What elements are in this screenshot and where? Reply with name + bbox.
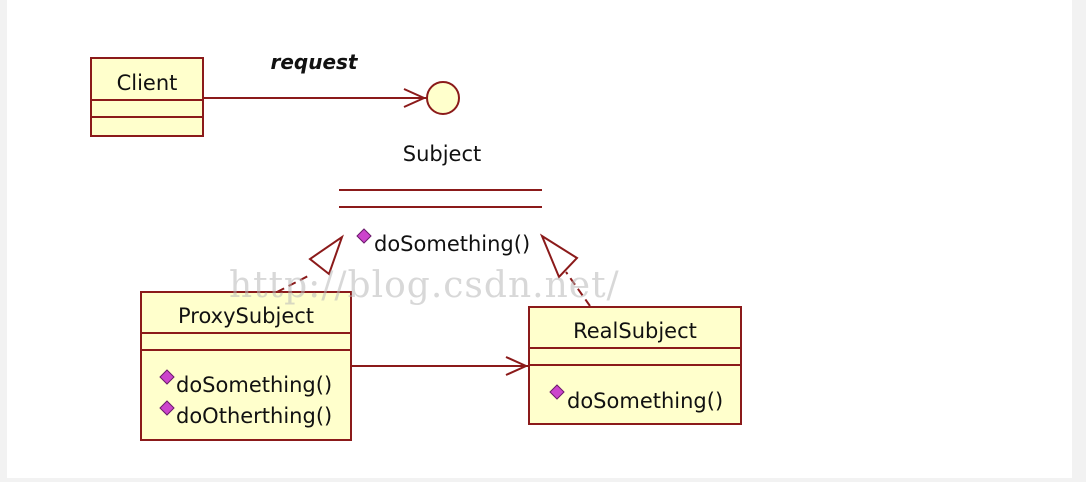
operation-diamond-icon: [159, 400, 175, 416]
proxy-to-real-arrowhead: [505, 356, 529, 376]
client-class[interactable]: Client: [90, 57, 204, 137]
frame-right-border: [1072, 0, 1086, 482]
proxysubject-class-name: ProxySubject: [178, 304, 314, 328]
watermark-text: http://blog.csdn.net/: [229, 265, 620, 306]
realsubject-class[interactable]: RealSubject doSomething(): [528, 306, 742, 425]
proxy-to-real-association: [351, 356, 529, 376]
subject-operation: doSomething(): [374, 232, 530, 256]
proxysubject-operation-1: doSomething(): [176, 373, 332, 397]
subject-name: Subject: [403, 142, 482, 166]
frame-left-border: [0, 0, 7, 482]
subject-interface[interactable]: Subject doSomething(): [339, 81, 542, 256]
proxy-realization-line: [276, 274, 311, 293]
real-realization: [539, 233, 591, 307]
real-realization-arrowhead: [539, 233, 579, 279]
proxy-realization-arrowhead: [308, 234, 344, 276]
operation-diamond-icon: [356, 228, 372, 244]
real-realization-line: [565, 271, 591, 307]
client-class-box: [90, 57, 204, 137]
request-arrowhead: [403, 88, 427, 108]
proxysubject-operation-2: doOtherthing(): [176, 404, 332, 428]
operation-diamond-icon: [159, 369, 175, 385]
realsubject-operation: doSomething(): [567, 389, 723, 413]
operation-diamond-icon: [549, 384, 565, 400]
subject-lollipop-icon: [426, 81, 460, 115]
client-class-name: Client: [117, 71, 178, 95]
request-association: request: [203, 50, 427, 108]
frame-bottom-border: [0, 478, 1086, 482]
proxysubject-class[interactable]: ProxySubject doSomething() doOtherthing(…: [140, 291, 352, 441]
proxy-realization: [276, 234, 344, 293]
realsubject-class-name: RealSubject: [573, 319, 697, 343]
request-label: request: [270, 50, 358, 74]
